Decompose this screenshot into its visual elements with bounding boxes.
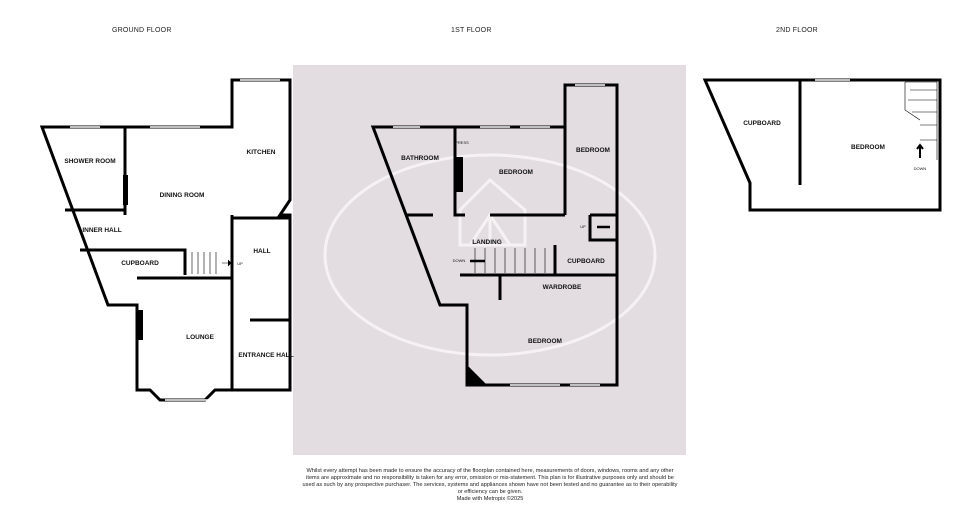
ground-stairs [191, 252, 232, 274]
second-floor-title: 2ND FLOOR [776, 27, 818, 34]
room-press: PRESS [455, 140, 469, 145]
stair-up-label: UP [237, 261, 243, 266]
room-bedroom-right: BEDROOM [576, 147, 610, 154]
first-floor-title: 1ST FLOOR [451, 27, 492, 34]
room-inner-hall: INNER HALL [82, 227, 121, 234]
watermark-logo [323, 153, 657, 357]
room-bedroom-second: BEDROOM [851, 144, 885, 151]
room-wardrobe: WARDROBE [543, 284, 582, 291]
disclaimer-text: Whilst every attempt has been made to en… [302, 468, 678, 496]
room-lounge: LOUNGE [186, 334, 214, 341]
room-bathroom: BATHROOM [401, 155, 439, 162]
stair-down-label: DOWN [453, 258, 466, 263]
disclaimer: Whilst every attempt has been made to en… [300, 468, 680, 503]
room-hall: HALL [253, 248, 270, 255]
room-landing: LANDING [472, 239, 502, 246]
stair-up-label-first: UP [580, 224, 586, 229]
second-floor-plan [702, 78, 942, 212]
room-cupboard-second: CUPBOARD [743, 120, 781, 127]
credit: Made with Metropix ©2025 [456, 496, 524, 503]
room-shower-room: SHOWER ROOM [64, 158, 115, 165]
stair-down-label-second: DOWN [914, 166, 927, 171]
first-floor-plan [370, 83, 619, 387]
first-stairs [470, 225, 610, 273]
room-bedroom-rear: BEDROOM [528, 338, 562, 345]
ground-floor-title: GROUND FLOOR [112, 27, 172, 34]
second-stairs [904, 81, 938, 160]
ground-floor-plan [39, 78, 292, 402]
room-entrance-hall: ENTRANCE HALL [238, 352, 293, 359]
room-cupboard-first: CUPBOARD [567, 258, 605, 265]
room-cupboard: CUPBOARD [121, 260, 159, 267]
room-bedroom-front: BEDROOM [499, 169, 533, 176]
room-kitchen: KITCHEN [247, 149, 276, 156]
room-dining-room: DINING ROOM [160, 192, 205, 199]
first-floor-panel [293, 65, 686, 455]
